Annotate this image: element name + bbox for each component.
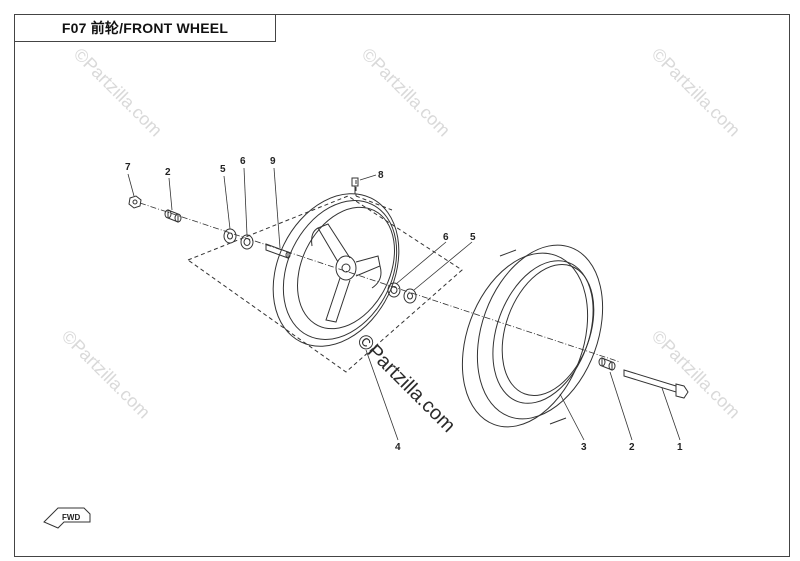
callout-6-right: 6 [443, 232, 449, 243]
wheel-rim-part [272, 193, 400, 347]
spacer-part [164, 209, 182, 223]
leader-lines [127, 167, 681, 441]
oil-seal-part-right [403, 288, 417, 304]
spacer-part-right [598, 357, 616, 371]
fwd-arrow-icon [43, 507, 91, 529]
callout-9: 9 [270, 156, 276, 167]
page-title: F07 前轮/FRONT WHEEL [61, 20, 229, 36]
axle-bolt-part [623, 369, 689, 399]
title-box: F07 前轮/FRONT WHEEL [14, 14, 276, 42]
callout-7: 7 [125, 162, 131, 173]
callout-2-right: 2 [629, 442, 635, 453]
callout-4: 4 [395, 442, 401, 453]
callout-5: 5 [220, 164, 226, 175]
callout-labels: 7 2 5 6 9 8 6 5 4 3 2 1 FWD [62, 156, 683, 522]
valve-part [351, 177, 359, 194]
callout-5-right: 5 [470, 232, 476, 243]
fwd-label: FWD [62, 513, 80, 522]
callout-3: 3 [581, 442, 587, 453]
axle-nut-part [128, 195, 142, 209]
callout-6: 6 [240, 156, 246, 167]
callout-2: 2 [165, 167, 171, 178]
bearing-part [240, 234, 254, 250]
drawing-frame [14, 14, 790, 557]
oil-seal-part [223, 228, 237, 244]
bearing-part-right [387, 282, 401, 298]
tire-part [461, 244, 604, 428]
callout-8: 8 [378, 170, 384, 181]
axle-centerline [139, 202, 621, 363]
assembly-dashed-box [187, 180, 463, 373]
callout-1: 1 [677, 442, 683, 453]
